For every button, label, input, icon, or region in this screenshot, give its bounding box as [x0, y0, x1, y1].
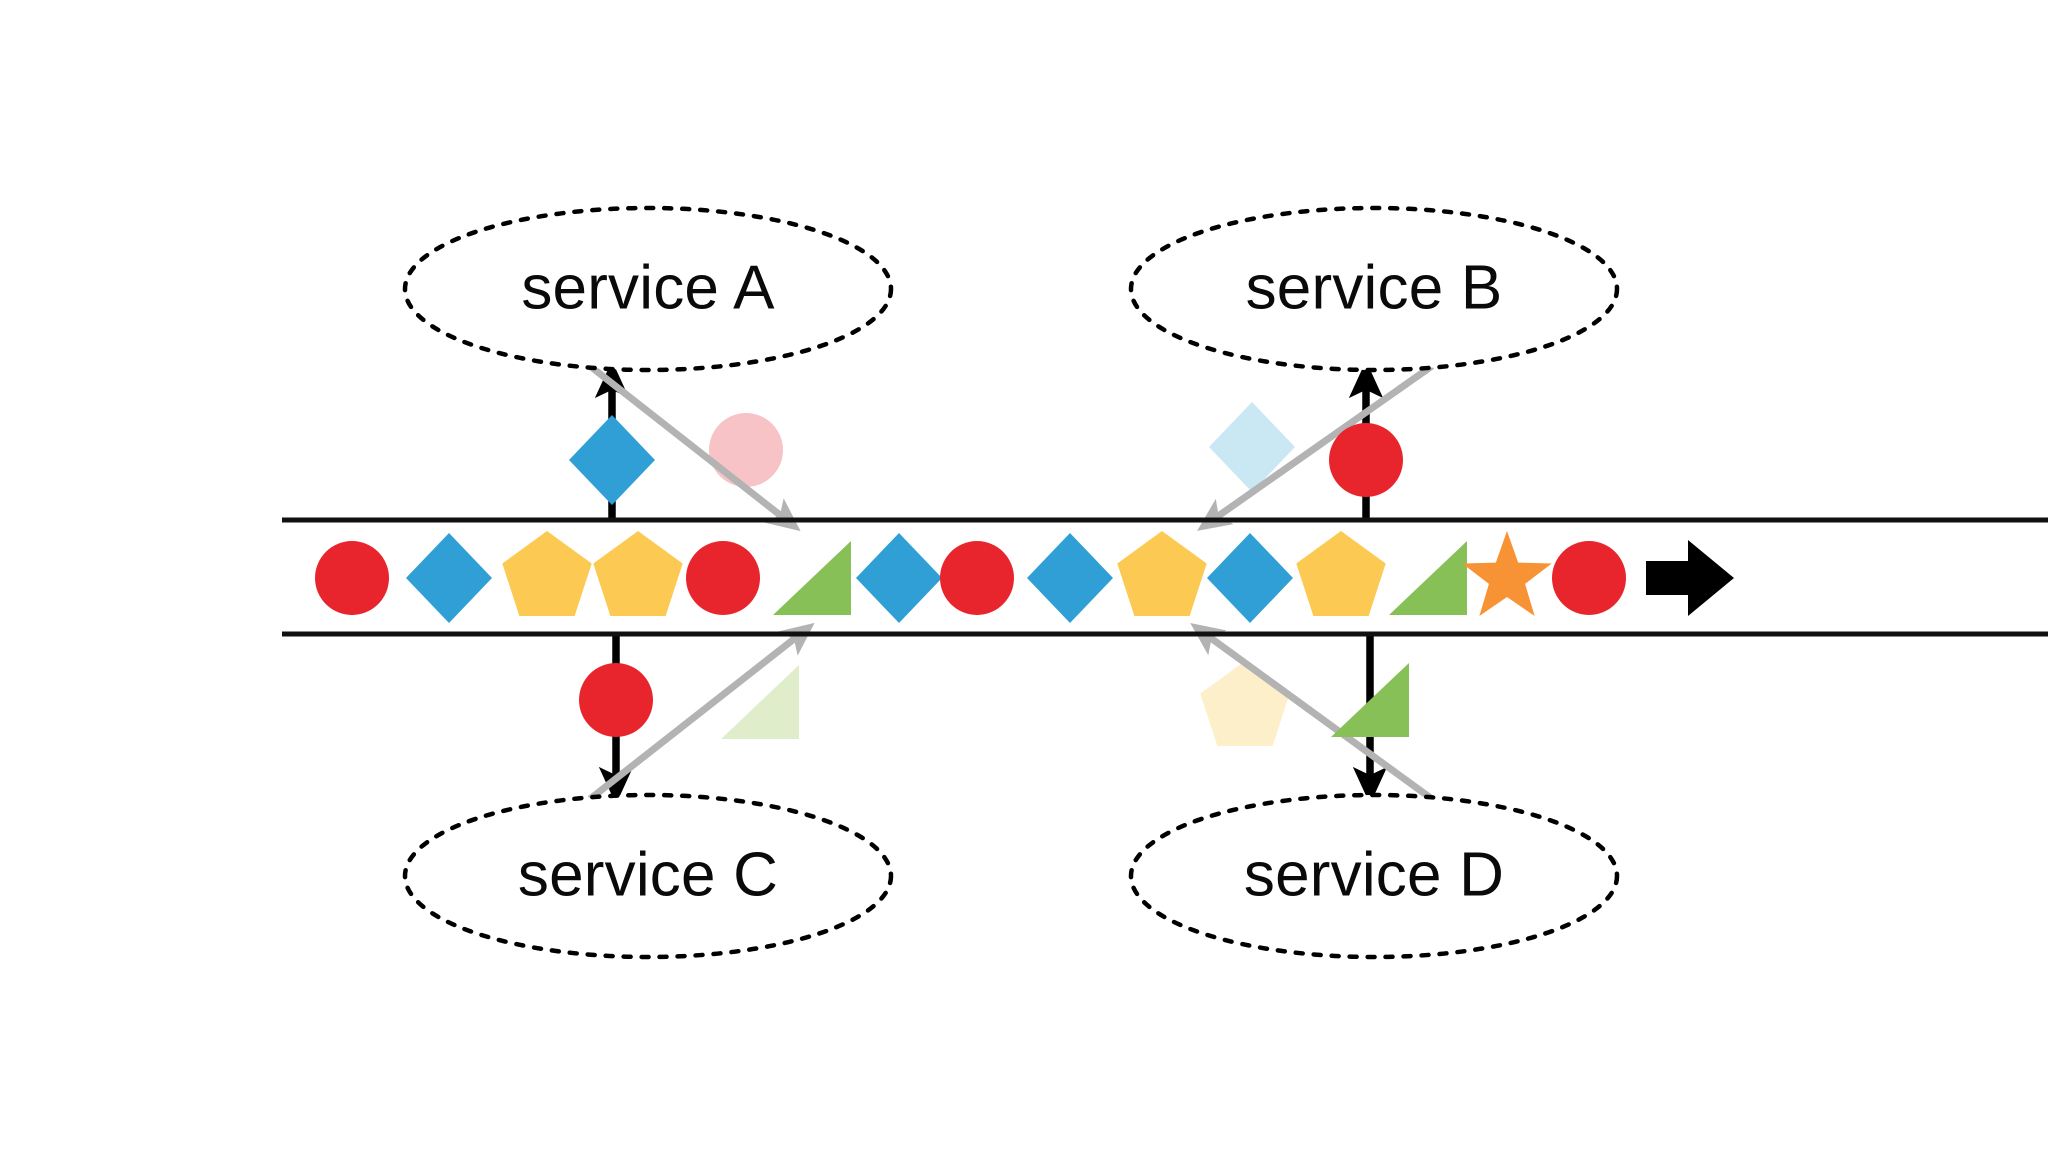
service-label: service D	[1244, 840, 1504, 909]
service-ellipse	[402, 792, 894, 960]
service-label: service A	[521, 253, 775, 322]
stream-event-circle[interactable]	[686, 541, 760, 615]
service-c-produce-shape-triangle	[721, 665, 799, 739]
service-label: service C	[518, 840, 778, 909]
service-label: service B	[1246, 253, 1503, 322]
service-d-produce-shape-pentagon	[1200, 661, 1290, 747]
stream-event-pentagon[interactable]	[593, 531, 683, 617]
stream-event-diamond[interactable]	[406, 533, 492, 623]
service-a-consume-shape-diamond	[569, 415, 655, 505]
stream-event-diamond[interactable]	[856, 533, 942, 623]
stream-event-layer	[315, 531, 1734, 623]
service-d-consume-shape-triangle	[1331, 663, 1409, 737]
stream-event-diamond[interactable]	[1027, 533, 1113, 623]
service-ellipse	[1128, 205, 1620, 373]
stream-direction-arrow	[1646, 540, 1734, 616]
service-node-service-d[interactable]: service D	[1128, 792, 1620, 960]
service-ellipse	[1128, 792, 1620, 960]
service-d-produce-arrow	[1190, 623, 1435, 802]
stream-event-diamond[interactable]	[1207, 533, 1293, 623]
service-a-produce-arrow	[587, 363, 801, 532]
service-c-consume-shape-circle	[579, 663, 653, 737]
stream-event-pentagon[interactable]	[1117, 531, 1207, 617]
service-ellipse	[402, 205, 894, 373]
service-a-produce-shape-circle	[709, 413, 783, 487]
service-b-produce-arrow	[1197, 363, 1435, 531]
stream-event-star[interactable]	[1462, 531, 1552, 617]
stream-rails	[282, 517, 2048, 637]
service-node-service-b[interactable]: service B	[1128, 205, 1620, 373]
stream-event-pentagon[interactable]	[502, 531, 592, 617]
stream-event-triangle[interactable]	[773, 541, 851, 615]
service-shape-layer	[569, 415, 1409, 737]
stream-event-triangle[interactable]	[1389, 541, 1467, 615]
stream-event-circle[interactable]	[1552, 541, 1626, 615]
service-node-layer: service A service B service C service D	[402, 205, 1620, 960]
service-b-consume-shape-circle	[1329, 423, 1403, 497]
service-c-produce-arrow	[587, 622, 815, 802]
stream-event-circle[interactable]	[315, 541, 389, 615]
stream-event-circle[interactable]	[940, 541, 1014, 615]
service-b-produce-shape-diamond	[1209, 402, 1295, 492]
stream-event-pentagon[interactable]	[1296, 531, 1386, 617]
service-node-service-a[interactable]: service A	[402, 205, 894, 373]
service-node-service-c[interactable]: service C	[402, 792, 894, 960]
